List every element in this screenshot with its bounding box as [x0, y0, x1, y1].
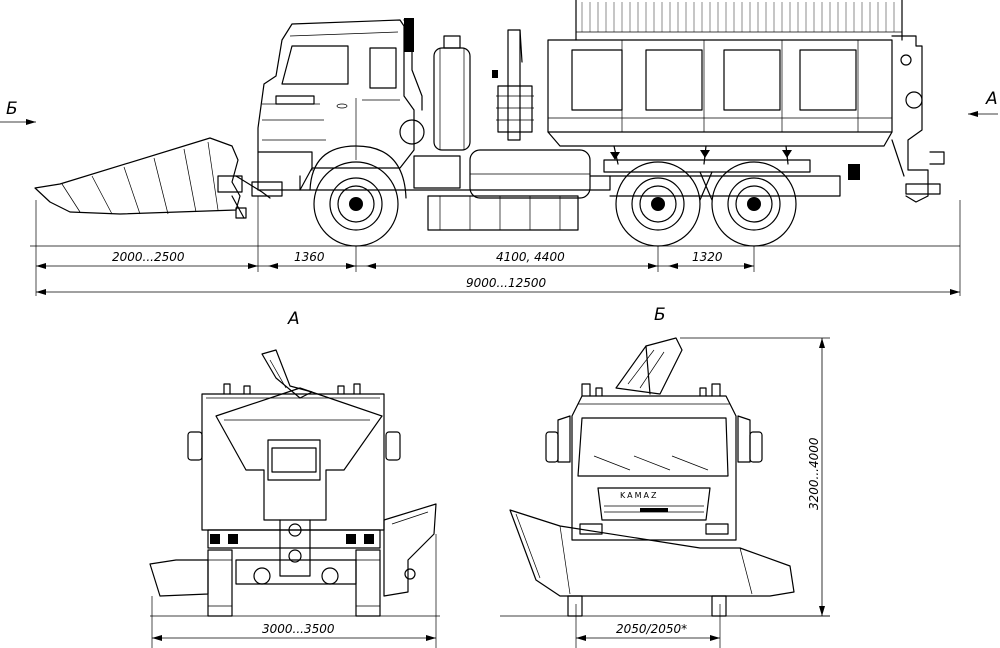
dim-rear-plow-width: 3000...3500: [262, 622, 335, 636]
rear-suspension: [610, 145, 792, 201]
grille-brand: KAMAZ: [620, 491, 658, 500]
rear-wheel-1: [615, 161, 701, 247]
front-view: Б KAMAZ: [500, 305, 830, 648]
rear-view-title: A: [287, 309, 300, 329]
dump-body: [547, 0, 903, 147]
view-arrow-left: Б: [0, 99, 36, 125]
rear-wheel-2: [711, 161, 797, 247]
view-arrow-right-label: A: [985, 89, 998, 109]
view-arrow-right: A: [968, 89, 998, 117]
chassis-side: [299, 159, 841, 197]
hydraulic-equipment: [399, 29, 591, 231]
front-view-title: Б: [654, 305, 666, 325]
front-plow-side: [34, 137, 271, 219]
dim-plow-length: 2000...2500: [112, 250, 185, 264]
front-wheel: [309, 145, 407, 247]
cab-side: [251, 18, 423, 197]
dim-overall-length: 9000...12500: [466, 276, 547, 290]
dim-front-overhang: 1360: [294, 250, 325, 264]
canopy-hatching: [581, 2, 895, 32]
dim-wheelbase: 4100, 4400: [496, 250, 565, 264]
side-view: Б A: [0, 0, 998, 296]
rear-view: A: [149, 309, 440, 648]
view-arrow-left-label: Б: [6, 99, 18, 119]
dim-height: 3200...4000: [807, 437, 821, 510]
side-dimensions: 2000...2500 1360 4100, 4400 1320 9000...…: [35, 196, 961, 296]
rear-spreader: [848, 35, 945, 203]
dim-track: 2050/2050*: [616, 622, 687, 636]
dim-rear-axles: 1320: [692, 250, 723, 264]
